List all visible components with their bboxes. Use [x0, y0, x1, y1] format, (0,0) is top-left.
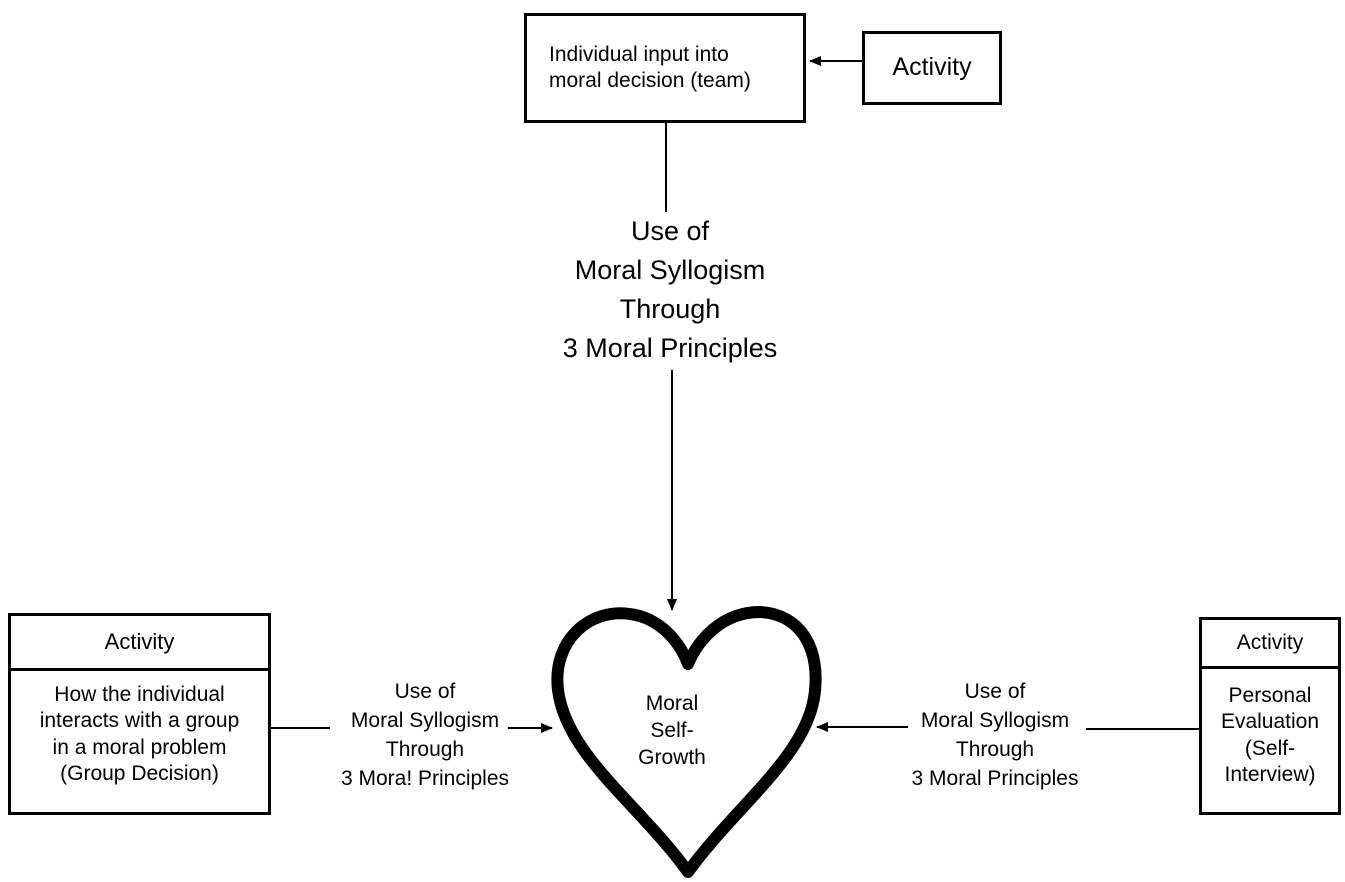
top-activity-label: Activity	[892, 53, 972, 82]
left-activity-line: How the individual	[54, 683, 225, 706]
connector-label-line: Moral Syllogism	[920, 709, 1070, 732]
connector-label-line: Use of	[394, 680, 456, 703]
connector-label-line: Through	[385, 738, 465, 761]
top-activity-box: Activity	[862, 31, 1002, 105]
right-activity-line: Interview)	[1224, 762, 1316, 786]
connector-label-line: 3 Moral Principles	[911, 767, 1079, 790]
group-decision-activity-box: Activity How the individual interacts wi…	[8, 613, 271, 815]
individual-input-text: Individual input into moral decision (te…	[527, 42, 803, 95]
connector-label-line: 3 Mora! Principles	[340, 767, 510, 790]
self-interview-activity-box: Activity Personal Evaluation (Self- Inte…	[1199, 617, 1341, 815]
heart-label: Moral Self- Growth	[612, 690, 732, 771]
left-activity-line: in a moral problem	[52, 735, 227, 759]
connector-label-line: Through	[619, 294, 721, 324]
connector-label-line: Through	[955, 738, 1035, 761]
right-activity-line: Evaluation	[1220, 710, 1320, 734]
top-connector-label: Use of Moral Syllogism Through 3 Moral P…	[520, 212, 820, 368]
heart-label-line: Moral	[645, 692, 699, 715]
individual-input-line: Individual input into	[549, 42, 729, 66]
left-activity-header: Activity	[11, 616, 268, 671]
left-activity-line: interacts with a group	[39, 709, 240, 733]
individual-input-box: Individual input into moral decision (te…	[524, 13, 806, 123]
right-activity-line: (Self-	[1244, 736, 1296, 760]
connector-label-line: Use of	[630, 216, 710, 246]
right-activity-body: Personal Evaluation (Self- Interview)	[1202, 669, 1338, 788]
left-connector-label: Use of Moral Syllogism Through 3 Mora! P…	[300, 677, 550, 793]
heart-label-line: Growth	[638, 746, 706, 769]
left-activity-line: (Group Decision)	[60, 761, 219, 785]
right-activity-line: Personal	[1228, 684, 1312, 707]
connector-label-line: Moral Syllogism	[574, 255, 766, 285]
connector-label-line: 3 Moral Principles	[562, 333, 778, 363]
heart-label-line: Self-	[650, 719, 694, 742]
connector-label-line: Moral Syllogism	[350, 709, 500, 732]
connector-label-line: Use of	[964, 680, 1026, 703]
right-connector-label: Use of Moral Syllogism Through 3 Moral P…	[870, 677, 1120, 793]
heart-shape	[551, 606, 822, 878]
left-activity-body: How the individual interacts with a grou…	[11, 671, 268, 787]
individual-input-line: moral decision (team)	[549, 69, 751, 92]
right-activity-header: Activity	[1202, 620, 1338, 669]
